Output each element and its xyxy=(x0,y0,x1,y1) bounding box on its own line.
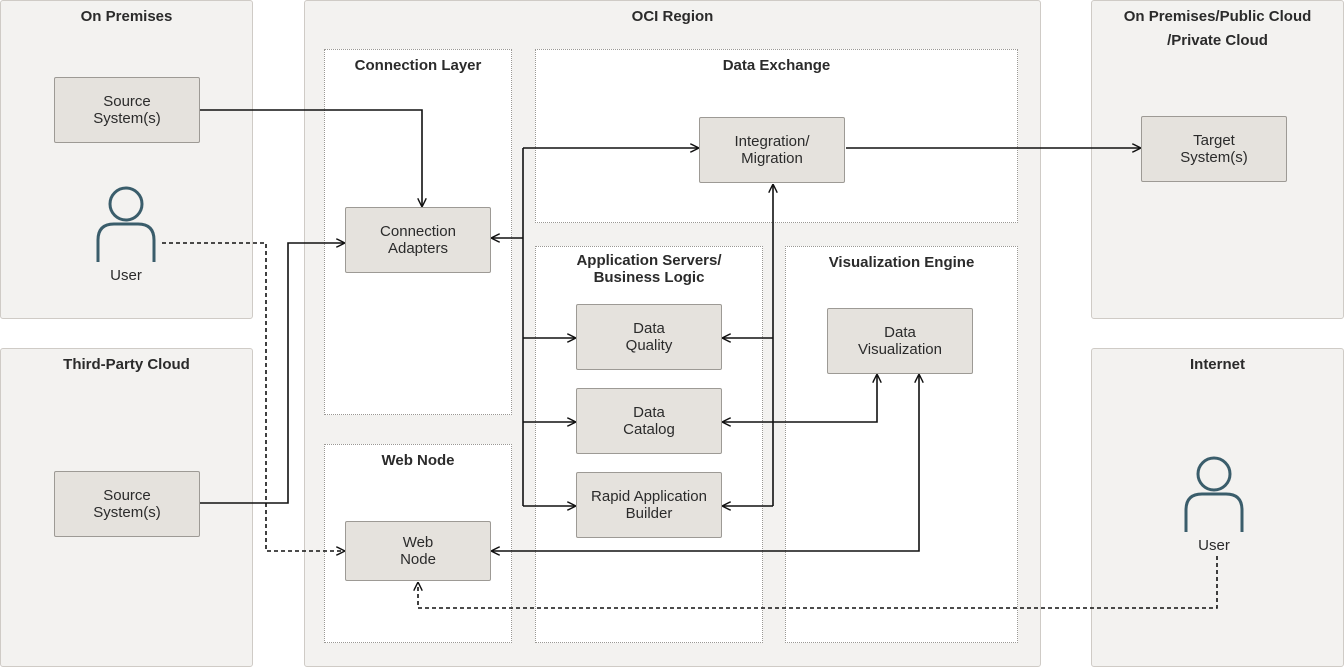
node-source-onprem[interactable]: Source System(s) xyxy=(54,77,200,143)
region-title: OCI Region xyxy=(631,8,714,25)
subregion-title: Application Servers/ Business Logic xyxy=(576,252,722,286)
subregion-title: Visualization Engine xyxy=(828,254,975,271)
region-internet: Internet xyxy=(1091,348,1344,667)
edge-webnode-to-visualization xyxy=(492,375,919,551)
edge-onprem-user-to-webnode xyxy=(162,242,344,551)
node-source-thirdparty[interactable]: Source System(s) xyxy=(54,471,200,537)
subregion-title: Data Exchange xyxy=(722,57,831,74)
region-title: Internet xyxy=(1189,356,1245,373)
user-icon xyxy=(1184,456,1244,532)
node-integration-migration[interactable]: Integration/ Migration xyxy=(699,117,845,183)
user-icon xyxy=(96,186,156,262)
edge-catalog-to-visualization xyxy=(723,375,877,422)
user-label-onprem: User xyxy=(110,267,142,284)
user-label-internet: User xyxy=(1198,537,1230,554)
edge-source-onprem-to-adapters xyxy=(200,109,422,206)
subregion-title: Connection Layer xyxy=(354,57,482,74)
node-data-quality[interactable]: Data Quality xyxy=(576,304,722,370)
subregion-data-exchange: Data Exchange xyxy=(535,49,1018,223)
region-third-party-cloud: Third-Party Cloud xyxy=(0,348,253,667)
node-target-systems[interactable]: Target System(s) xyxy=(1141,116,1287,182)
region-title: Third-Party Cloud xyxy=(63,356,190,373)
node-connection-adapters[interactable]: Connection Adapters xyxy=(345,207,491,273)
region-on-premises: On Premises xyxy=(0,0,253,319)
region-title: On Premises/Public Cloud /Private Cloud xyxy=(1123,8,1312,49)
edge-internet-user-to-webnode xyxy=(418,556,1218,609)
node-web-node[interactable]: Web Node xyxy=(345,521,491,581)
node-data-visualization[interactable]: Data Visualization xyxy=(827,308,973,374)
region-title: On Premises xyxy=(80,8,173,25)
edge-source-thirdparty-to-adapters xyxy=(200,243,344,504)
subregion-title: Web Node xyxy=(381,452,455,469)
